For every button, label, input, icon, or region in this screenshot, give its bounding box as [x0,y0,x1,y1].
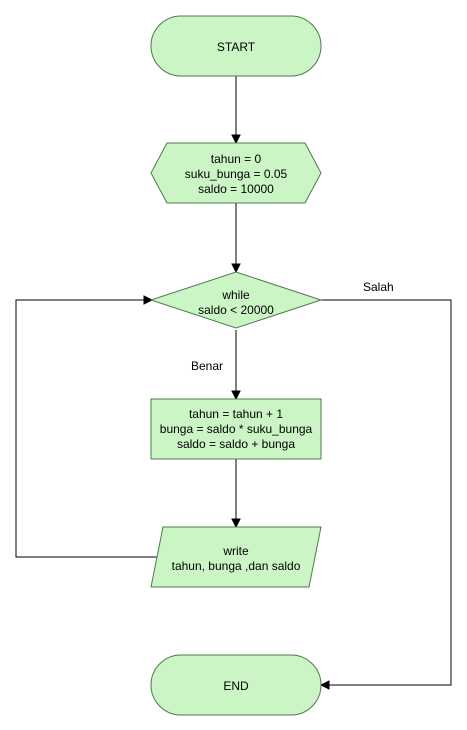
edge-loop-exit [321,299,452,686]
output-line-2: tahun, bunga ,dan saldo [172,559,301,573]
update-line-2: bunga = saldo * suku_bunga [160,422,313,436]
update-process: tahun = tahun + 1 bunga = saldo * suku_b… [150,398,322,460]
false-branch-label: Salah [363,280,394,294]
arrowhead-loop [231,263,241,274]
decision-line-1: while [221,288,250,302]
while-decision: while saldo < 20000 [149,271,323,329]
output-data: write tahun, bunga ,dan saldo [150,526,322,588]
end-terminator: END [150,654,322,716]
init-preparation: tahun = 0 suku_bunga = 0.05 saldo = 1000… [150,142,322,204]
start-terminator: START [150,15,322,77]
init-line-1: tahun = 0 [211,152,262,166]
arrowhead-update [231,390,241,401]
edge-loop-back [15,299,160,558]
output-line-1: write [222,544,249,558]
init-line-2: suku_bunga = 0.05 [185,167,288,181]
start-label: START [217,40,256,54]
update-line-3: saldo = saldo + bunga [177,437,295,451]
arrowhead-init [231,134,241,145]
end-label: END [223,679,249,693]
arrowhead-loop-back [143,295,154,305]
decision-line-2: saldo < 20000 [198,303,274,317]
arrowhead-output [231,518,241,529]
arrowhead-end [319,680,330,690]
true-branch-label: Benar [191,359,223,373]
update-line-1: tahun = tahun + 1 [189,407,283,421]
init-line-3: saldo = 10000 [198,182,274,196]
